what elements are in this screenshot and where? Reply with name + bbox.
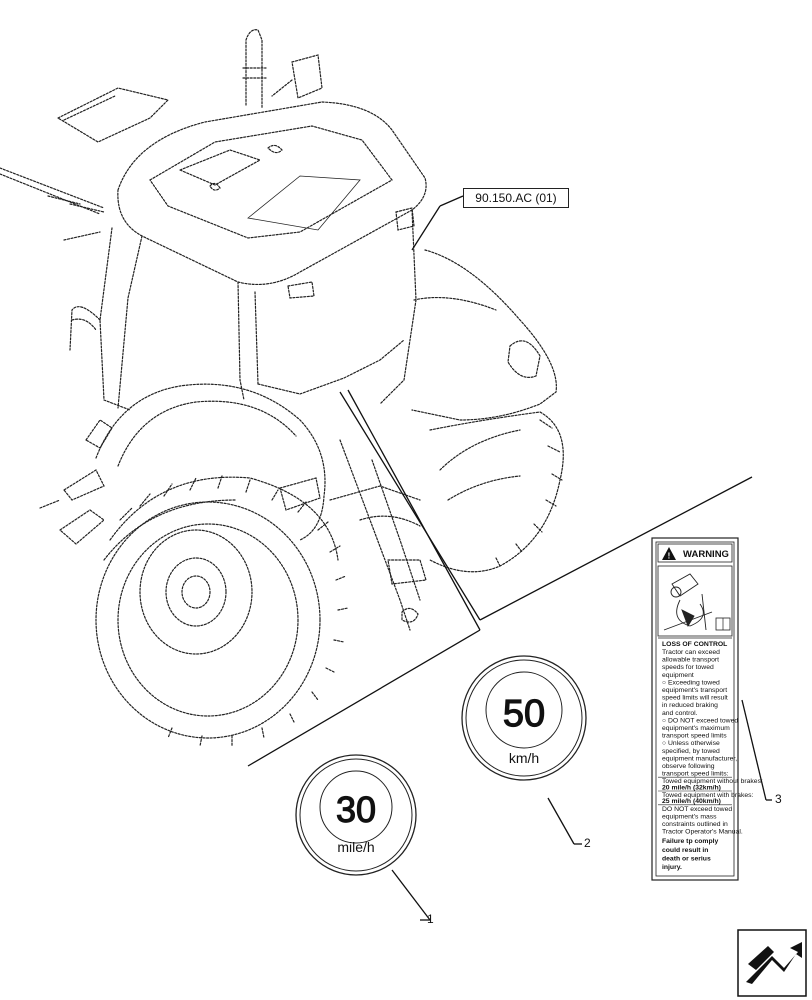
warning-text-line: ○ Unless otherwise [662,740,720,747]
warning-text-line: equipment's mass [662,813,717,820]
tractor-drawing [0,29,564,747]
warning-text-line: equipment's maximum [662,725,730,732]
warning-text-line: specified, by towed [662,748,720,755]
warning-header: WARNING [683,549,729,560]
tractor-rollover-pictogram [663,573,713,631]
warning-text-line: ○ DO NOT exceed towed [662,717,738,724]
next-page-arrow-icon[interactable] [737,929,807,997]
warning-text-line: Towed equipment without brakes: [662,778,763,785]
warning-text-line: death or serius [662,855,711,862]
warning-text-line: allowable transport [662,657,719,664]
sign-50-km-h: 50 km/h [461,655,587,781]
callout-1: 1 [427,912,434,926]
warning-text-line: speed limits will result [662,695,728,702]
warning-text-line: equipment's transport [662,687,727,694]
warning-text-line: equipment manufacturer, [662,755,737,762]
warning-title: LOSS OF CONTROL [662,641,727,648]
warning-decal: ! WARNING LOSS OF CONTROL Tractor can ex… [651,537,763,881]
warning-text-line: Towed equipment with brakes: [662,792,754,799]
callout-2: 2 [584,836,591,850]
warning-text-line: DO NOT exceed towed [662,806,732,813]
warning-text-line: and control. [662,710,698,717]
warning-text-line: Tractor Operator's Manual. [662,829,743,836]
warning-text-line: 25 mile/h (40km/h) [662,798,721,805]
svg-text:!: ! [668,552,671,561]
warning-text-line: ○ Exceeding towed [662,679,720,686]
sign-30-mile-h: 30 mile/h [295,754,417,876]
callout-3: 3 [775,792,782,806]
warning-text-line: speeds for towed [662,664,714,671]
warning-text-line: injury. [662,864,682,871]
warning-text-line: transport speed limits: [662,771,729,778]
warning-text-line: transport speed limits [662,733,727,740]
warning-text-line: constraints outlined in [662,821,728,828]
warning-text-line: observe following [662,763,715,770]
warning-triangle-icon [662,547,676,560]
warning-text-line: 20 mile/h (32km/h) [662,784,721,791]
warning-text-line: Tractor can exceed [662,649,720,656]
sign-50-number: 50 [503,693,545,735]
sign-50-unit: km/h [509,750,539,766]
reference-tag[interactable]: 90.150.AC (01) [463,188,569,208]
warning-text-line: equipment [662,672,694,679]
section-leader-lines [247,195,772,921]
warning-text-line: could result in [662,847,708,854]
sign-30-unit: mile/h [337,839,374,855]
warning-text-line: in reduced braking [662,702,718,709]
warning-text-line: Failure tp comply [662,838,718,845]
sign-30-number: 30 [336,789,376,830]
